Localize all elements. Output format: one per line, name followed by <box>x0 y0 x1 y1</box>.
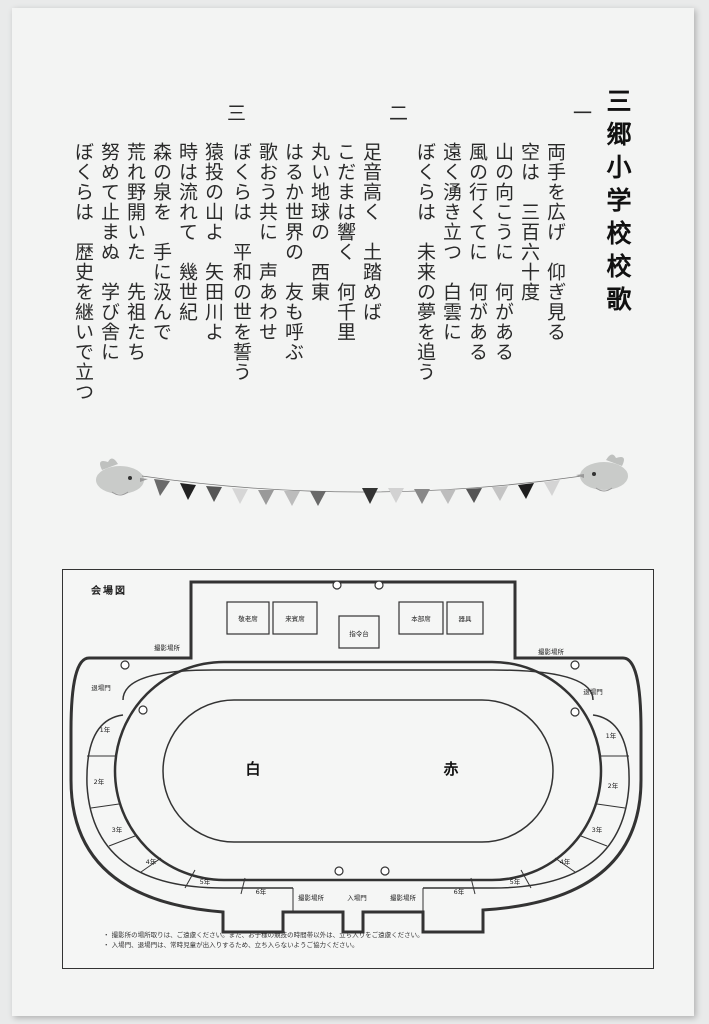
program-page: 三郷小学校校歌 一 両手を広げ 仰ぎ見る 空は 三百六十度 山の向こうに 何があ… <box>12 8 694 1016</box>
exit-gate-left-label: 退場門 <box>91 683 111 692</box>
entrance-gate-label: 入場門 <box>347 893 367 902</box>
building-shirei: 指令台 <box>349 629 369 638</box>
grade-5-left: 5年 <box>200 877 211 886</box>
verse-2-line-1: 足音高く 土踏めば <box>360 142 382 322</box>
bunting-decoration <box>96 454 628 506</box>
verse-3-line-1: 猿投の山よ 矢田川よ <box>202 142 224 342</box>
grade-1-left: 1年 <box>100 725 111 734</box>
venue-map: 敬老席 来賓席 指令台 本部席 器具 撮影場所 撮影場所 撮影場所 撮影場所 退… <box>62 569 654 969</box>
grade-2-left: 2年 <box>94 777 105 786</box>
verse-3-line-2: 時は流れて 幾世紀 <box>176 142 198 322</box>
verse-1-line-6: ぼくらは 未来の夢を追う <box>414 142 436 382</box>
verse-1-line-3: 山の向こうに 何がある <box>492 142 514 362</box>
grade-6-right: 6年 <box>454 887 465 896</box>
verse-1-line-2: 空は 三百六十度 <box>518 142 540 302</box>
verse-2-line-2: こだまは響く 何千里 <box>334 142 356 342</box>
team-white-label: 白 <box>245 760 260 778</box>
building-keiro: 敬老席 <box>238 614 258 623</box>
map-notes: ・ 撮影所の場所取りは、ご遠慮ください。また、お子様の競技の時間帯以外は、立ち入… <box>103 930 424 950</box>
grade-5-right: 5年 <box>510 877 521 886</box>
verse-1-line-1: 両手を広げ 仰ぎ見る <box>544 142 566 342</box>
song-title: 三郷小学校校歌 <box>603 88 632 319</box>
bird-right-icon <box>576 454 628 492</box>
grade-3-left: 3年 <box>112 825 123 834</box>
verse-2-number: 二 <box>386 103 408 123</box>
bird-left-icon <box>96 458 148 496</box>
verse-2-line-6: ぼくらは 平和の世を誓う <box>230 142 252 382</box>
exit-gate-right-label: 退場門 <box>583 687 603 696</box>
photo-area-right-label: 撮影場所 <box>538 647 565 656</box>
map-title: 会場図 <box>91 586 127 597</box>
map-note-2: ・ 入場門、退場門は、常時児童が出入りするため、立ち入らないようご協力ください。 <box>103 941 359 949</box>
verse-2-line-4: はるか世界の 友も呼ぶ <box>282 142 304 362</box>
map-note-1: ・ 撮影所の場所取りは、ご遠慮ください。また、お子様の競技の時間帯以外は、立ち入… <box>103 931 424 939</box>
grade-4-left: 4年 <box>146 857 157 866</box>
verse-2-line-3: 丸い地球の 西東 <box>308 142 330 302</box>
pennant-flags <box>154 479 560 506</box>
verse-3-number: 三 <box>224 103 246 123</box>
verse-2-line-5: 歌おう共に 声あわせ <box>256 142 278 342</box>
building-honbu: 本部席 <box>411 614 431 623</box>
verse-1-number: 一 <box>570 103 592 123</box>
grade-6-left: 6年 <box>256 887 267 896</box>
grade-3-right: 3年 <box>592 825 603 834</box>
photo-area-bottom-left-label: 撮影場所 <box>298 893 325 902</box>
verse-3-line-4: 荒れ野開いた 先祖たち <box>124 142 146 362</box>
verse-3-line-5: 努めて止まぬ 学び舎に <box>98 142 120 362</box>
photo-area-left-label: 撮影場所 <box>154 643 181 652</box>
building-raihin: 来賓席 <box>285 614 305 623</box>
verse-1-line-4: 風の行くてに 何がある <box>466 142 488 362</box>
grade-1-right: 1年 <box>606 731 617 740</box>
grade-4-right: 4年 <box>560 857 571 866</box>
verse-3-line-3: 森の泉を 手に汲んで <box>150 142 172 342</box>
building-kigu: 器具 <box>459 615 473 623</box>
verse-3-line-6: ぼくらは 歴史を継いで立つ <box>72 142 94 402</box>
photo-area-bottom-right-label: 撮影場所 <box>390 893 417 902</box>
team-red-label: 赤 <box>443 760 458 778</box>
verse-1-line-5: 遠く湧き立つ 白雲に <box>440 142 462 342</box>
venue-map-drawing: 敬老席 来賓席 指令台 本部席 器具 撮影場所 撮影場所 撮影場所 撮影場所 退… <box>69 580 643 934</box>
grade-2-right: 2年 <box>608 781 619 790</box>
